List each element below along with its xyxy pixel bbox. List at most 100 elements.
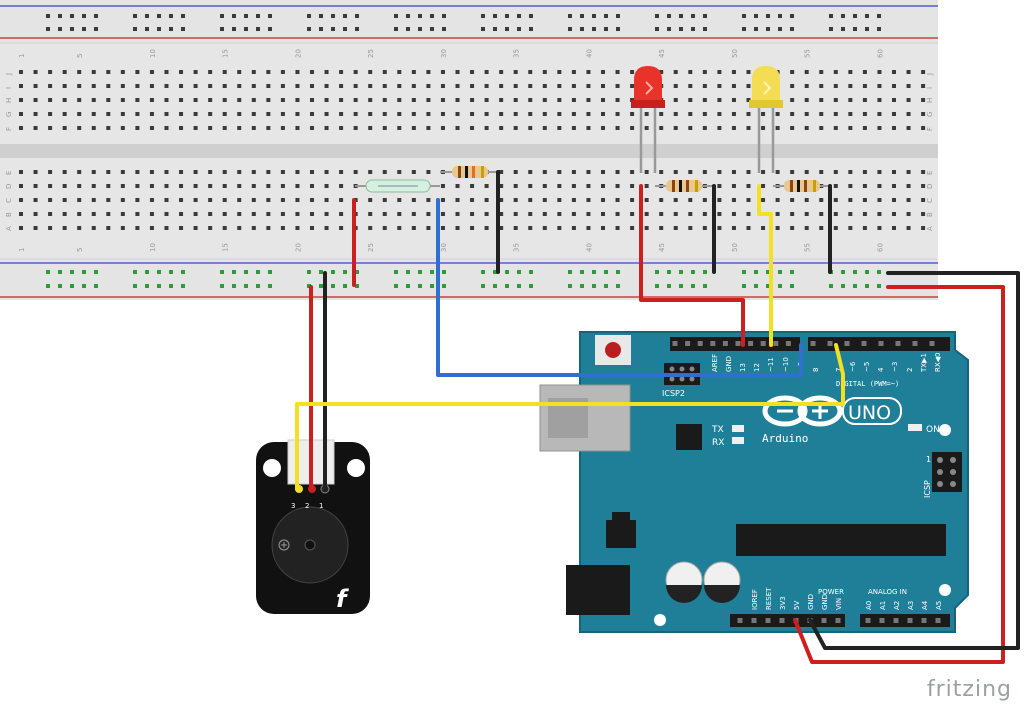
rail-hole bbox=[529, 270, 533, 274]
breadboard-hole bbox=[295, 198, 300, 202]
breadboard-hole bbox=[77, 170, 82, 174]
breadboard-hole bbox=[353, 98, 358, 102]
breadboard-hole bbox=[135, 98, 140, 102]
breadboard-hole bbox=[775, 212, 780, 216]
rail-hole bbox=[94, 270, 98, 274]
breadboard-hole bbox=[324, 184, 329, 188]
breadboard-hole bbox=[557, 212, 562, 216]
breadboard-hole bbox=[557, 226, 562, 230]
breadboard-hole bbox=[19, 70, 23, 74]
column-number-label: 10 bbox=[149, 243, 157, 252]
rail-hole bbox=[790, 14, 794, 18]
breadboard-hole bbox=[746, 84, 751, 88]
rail-hole bbox=[754, 284, 758, 288]
analog-pin-holes bbox=[865, 618, 941, 623]
breadboard-hole bbox=[208, 226, 213, 230]
breadboard-hole bbox=[892, 98, 896, 102]
breadboard-hole bbox=[804, 170, 809, 174]
breadboard-hole bbox=[251, 70, 256, 74]
power-pin-hole bbox=[737, 618, 743, 623]
rail-hole bbox=[655, 27, 659, 31]
breadboard-hole bbox=[819, 212, 824, 216]
rail-hole bbox=[778, 284, 782, 288]
breadboard-hole bbox=[62, 170, 67, 174]
breadboard-hole bbox=[120, 98, 125, 102]
breadboard-hole bbox=[33, 70, 38, 74]
breadboard-hole bbox=[484, 112, 489, 116]
breadboard-hole bbox=[222, 70, 227, 74]
rail-hole bbox=[145, 27, 149, 31]
power-pin-hole bbox=[751, 618, 757, 623]
rail-hole bbox=[94, 27, 98, 31]
breadboard-hole bbox=[208, 126, 213, 130]
rail-hole bbox=[592, 14, 596, 18]
breadboard-hole bbox=[353, 70, 358, 74]
breadboard-hole bbox=[77, 112, 82, 116]
breadboard-hole bbox=[411, 112, 416, 116]
breadboard-hole bbox=[644, 112, 649, 116]
digital-pin-label: 2 bbox=[906, 368, 914, 372]
rail-hole bbox=[220, 14, 224, 18]
row-letter-label: A bbox=[926, 226, 934, 231]
digital-pin-hole bbox=[827, 341, 833, 346]
breadboard-hole bbox=[179, 198, 184, 202]
breadboard-hole bbox=[77, 184, 82, 188]
rail-hole bbox=[244, 284, 248, 288]
breadboard-hole bbox=[397, 112, 402, 116]
wire-red-5v-rail bbox=[793, 285, 1005, 664]
breadboard-hole bbox=[266, 184, 271, 188]
breadboard-hole bbox=[208, 184, 213, 188]
breadboard-hole bbox=[906, 84, 911, 88]
row-letter-label: B bbox=[5, 212, 13, 217]
breadboard-hole bbox=[251, 98, 256, 102]
breadboard-hole bbox=[77, 126, 82, 130]
breadboard-hole bbox=[673, 98, 678, 102]
breadboard-hole bbox=[790, 70, 795, 74]
icsp2-label: ICSP2 bbox=[662, 389, 685, 398]
breadboard-hole bbox=[571, 184, 576, 188]
rail-hole bbox=[604, 14, 608, 18]
breadboard-hole bbox=[717, 70, 722, 74]
power-pin-label: VIN bbox=[835, 598, 843, 610]
breadboard-hole bbox=[761, 198, 766, 202]
breadboard-hole bbox=[251, 198, 256, 202]
breadboard-hole bbox=[542, 84, 547, 88]
breadboard-hole bbox=[833, 212, 838, 216]
rail-hole bbox=[220, 27, 224, 31]
power-pin-label: 5V bbox=[793, 601, 801, 610]
breadboard-hole bbox=[601, 112, 605, 116]
breadboard-hole bbox=[222, 170, 227, 174]
breadboard-hole bbox=[208, 84, 213, 88]
breadboard-hole bbox=[819, 84, 824, 88]
rail-hole bbox=[157, 284, 161, 288]
breadboard-hole bbox=[324, 170, 329, 174]
breadboard-hole bbox=[382, 98, 387, 102]
rail-hole bbox=[679, 284, 683, 288]
breadboard-hole bbox=[586, 170, 591, 174]
breadboard-hole bbox=[601, 98, 605, 102]
breadboard-hole bbox=[339, 170, 344, 174]
column-number-label: 5 bbox=[76, 248, 84, 252]
wire-blue-reed-pin10 bbox=[436, 198, 803, 377]
rail-hole bbox=[232, 270, 236, 274]
breadboard-hole bbox=[339, 184, 344, 188]
rail-hole bbox=[691, 284, 695, 288]
breadboard-hole bbox=[731, 126, 736, 130]
digital-pin-hole bbox=[844, 341, 850, 346]
breadboard-hole bbox=[717, 212, 722, 216]
fritzing-watermark: fritzing bbox=[926, 677, 1012, 702]
breadboard-hole bbox=[833, 84, 838, 88]
breadboard-hole bbox=[790, 198, 795, 202]
rail-hole bbox=[517, 27, 521, 31]
breadboard-hole bbox=[62, 70, 67, 74]
breadboard-hole bbox=[731, 70, 736, 74]
breadboard-hole bbox=[426, 70, 431, 74]
breadboard-hole bbox=[702, 226, 707, 230]
breadboard-hole bbox=[586, 212, 591, 216]
breadboard-hole bbox=[906, 70, 911, 74]
breadboard-hole bbox=[557, 70, 562, 74]
rail-hole bbox=[481, 270, 485, 274]
digital-pin-label: ~10 bbox=[782, 357, 790, 372]
rail-hole bbox=[307, 14, 311, 18]
